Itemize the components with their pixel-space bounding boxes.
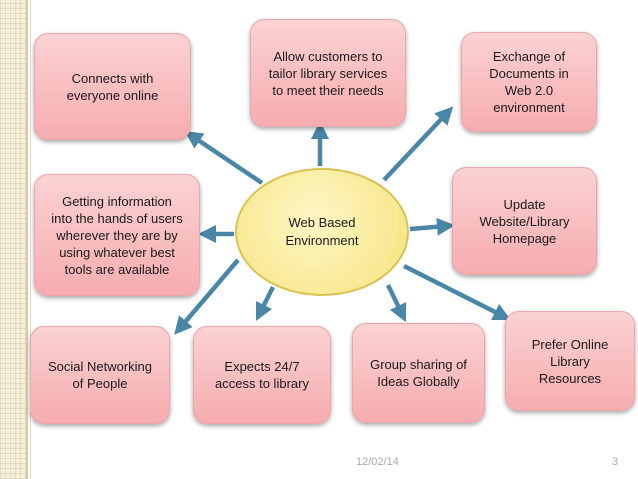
arrow-to-connects xyxy=(184,130,264,185)
left-rule-line-thin xyxy=(30,0,31,479)
decorative-left-band xyxy=(0,0,26,479)
arrow-to-update xyxy=(409,217,455,236)
node-update-homepage: Update Website/Library Homepage xyxy=(452,167,597,275)
footer-page-number: 3 xyxy=(612,456,619,468)
arrow-to-group xyxy=(385,284,407,323)
node-group-sharing: Group sharing of Ideas Globally xyxy=(352,323,485,423)
arrow-to-social xyxy=(174,258,240,335)
node-connects-online: Connects with everyone online xyxy=(34,33,191,140)
node-social-networking: Social Networking of People xyxy=(30,326,170,424)
node-exchange-documents: Exchange of Documents in Web 2.0 environ… xyxy=(461,32,597,132)
left-rule-line xyxy=(26,0,28,479)
arrow-to-expects xyxy=(255,285,276,322)
arrow-to-prefer xyxy=(402,263,512,321)
node-getting-information: Getting information into the hands of us… xyxy=(34,174,200,296)
node-tailor-services: Allow customers to tailor library servic… xyxy=(250,19,406,127)
node-expects-access: Expects 24/7 access to library xyxy=(193,326,331,424)
node-prefer-online: Prefer Online Library Resources xyxy=(505,311,635,411)
footer-date: 12/02/14 xyxy=(356,456,399,468)
arrow-to-exchange xyxy=(382,106,454,182)
center-web-based-environment: Web Based Environment xyxy=(235,168,409,296)
